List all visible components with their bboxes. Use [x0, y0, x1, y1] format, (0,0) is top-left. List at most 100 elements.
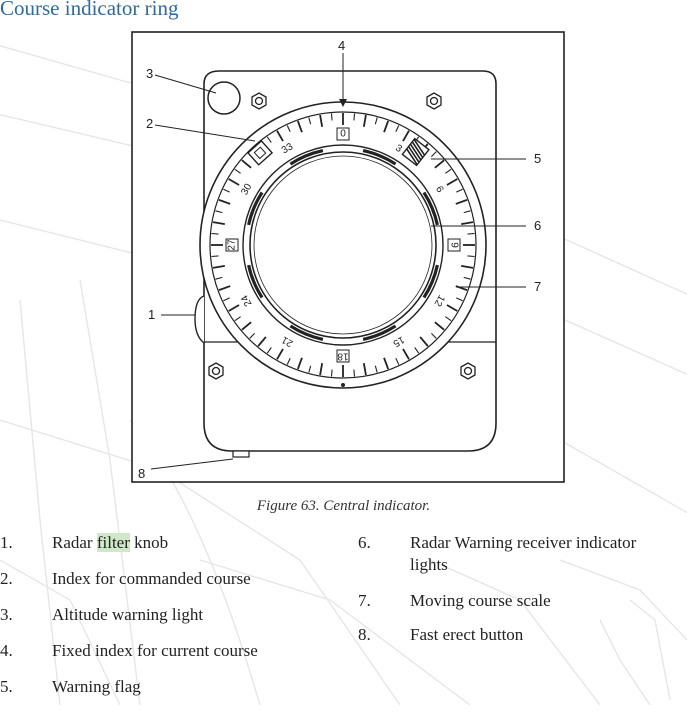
dial-label: 0 — [340, 129, 346, 140]
scale-tick — [353, 113, 356, 121]
altitude-warning-light — [207, 81, 241, 115]
scale-tick — [456, 297, 463, 302]
scale-tick — [461, 264, 474, 269]
scale-tick — [218, 285, 231, 291]
scale-tick — [467, 232, 475, 235]
scale-tick — [446, 304, 458, 312]
warning-light-slot — [362, 324, 397, 341]
scale-tick — [446, 178, 458, 186]
legend-text-part: Fast erect button — [410, 625, 524, 644]
scale-inner-ring — [242, 144, 444, 346]
legend-text: Fixed index for current course — [52, 640, 320, 662]
scale-tick — [223, 297, 230, 302]
scale-tick — [383, 120, 389, 133]
legend-item: 6.Radar Warning receiver indicator light… — [358, 532, 678, 576]
dial-label: 18 — [337, 351, 349, 362]
scale-tick — [463, 210, 471, 214]
scale-tick — [319, 363, 324, 376]
scale-tick — [362, 363, 367, 376]
scale-tick — [319, 114, 324, 127]
dial-label: 3 — [393, 143, 404, 156]
scale-tick — [276, 130, 284, 142]
legend-item: 7.Moving course scale — [358, 590, 678, 612]
radar-filter-knob — [194, 295, 205, 344]
cardinal-box — [447, 238, 461, 252]
dial-label: 21 — [280, 333, 296, 348]
bottom-marker — [341, 383, 345, 387]
scale-tick — [430, 151, 437, 158]
scale-tick — [308, 117, 312, 125]
scale-tick — [228, 178, 240, 186]
legend-text: Altitude warning light — [52, 604, 320, 626]
warning-light-slot — [422, 264, 439, 299]
legend-number: 2. — [0, 569, 13, 588]
screws — [208, 92, 476, 380]
legend-text: Warning flag — [52, 676, 320, 698]
scale-tick — [257, 336, 267, 347]
legend-number: 4. — [0, 641, 13, 660]
legend-number: 3. — [0, 605, 13, 624]
scale-tick — [383, 357, 389, 370]
scale-tick — [249, 332, 256, 339]
legend-item: 4. Fixed index for current course — [0, 640, 320, 676]
dial-label: 33 — [280, 141, 296, 156]
cardinal-box — [225, 238, 239, 252]
legend-right-column: 6.Radar Warning receiver indicator light… — [358, 532, 678, 658]
callout-lines — [150, 53, 526, 470]
legend-number: 1. — [0, 533, 13, 552]
scale-tick — [286, 358, 291, 365]
scale-tick — [362, 114, 367, 127]
warning-flag-stripe — [409, 143, 422, 161]
scale-tick — [445, 316, 452, 322]
scale-tick — [330, 369, 333, 377]
commanded-course-index — [246, 139, 274, 166]
warning-flag-stripe — [407, 146, 420, 163]
page-heading: Course indicator ring — [0, 0, 179, 20]
dial-label: 15 — [391, 334, 407, 349]
legend-text-part: Altitude warning light — [52, 605, 204, 624]
dial-label: 12 — [431, 293, 446, 309]
scale-tick — [297, 120, 303, 133]
scale-tick — [212, 221, 225, 226]
scale-tick — [223, 188, 230, 193]
warning-light-slot — [247, 264, 264, 299]
scale-tick — [467, 255, 475, 258]
scale-tick — [211, 232, 219, 235]
commanded-course-index-inner — [253, 146, 267, 160]
legend-item: 8. Fast erect button — [358, 624, 678, 646]
scale-tick — [374, 117, 378, 125]
scale-tick — [455, 199, 468, 205]
callout-7: 7 — [534, 279, 541, 294]
scale-tick — [266, 347, 272, 354]
legend-item: 2. Index for commanded course — [0, 568, 320, 604]
callout-1: 1 — [148, 307, 155, 322]
scale-tick — [353, 369, 356, 377]
scale-tick — [212, 264, 225, 269]
warning-light-slot — [289, 149, 324, 166]
dial-label: 6 — [433, 184, 446, 195]
scale-tick — [297, 357, 303, 370]
scale-tick — [241, 321, 252, 331]
scale-tick — [308, 365, 312, 373]
cardinal-box — [336, 349, 350, 363]
scale-tick — [228, 304, 240, 312]
scale-tick — [456, 188, 463, 193]
scale-tick — [463, 276, 471, 280]
legend-item: 5.Warning flag — [0, 676, 320, 712]
legend-text-part: Index for commanded course — [52, 569, 251, 588]
scale-tick — [218, 199, 231, 205]
scale-tick — [234, 168, 241, 174]
legend-text: Radar Warning receiver indicator lights — [410, 532, 678, 576]
scale-tick — [234, 316, 241, 322]
legend-number: 8. — [358, 625, 371, 644]
scale-tick — [434, 321, 445, 331]
legend-text-part: Radar Warning receiver indicator lights — [410, 533, 637, 574]
indicator-window — [249, 151, 437, 339]
scale-tick — [215, 210, 223, 214]
callout-4: 4 — [338, 38, 345, 53]
warning-flag-stripe — [411, 141, 424, 158]
scale-tick — [395, 358, 400, 365]
callout-2: 2 — [146, 116, 153, 131]
legend-text-part: Moving course scale — [410, 591, 551, 610]
